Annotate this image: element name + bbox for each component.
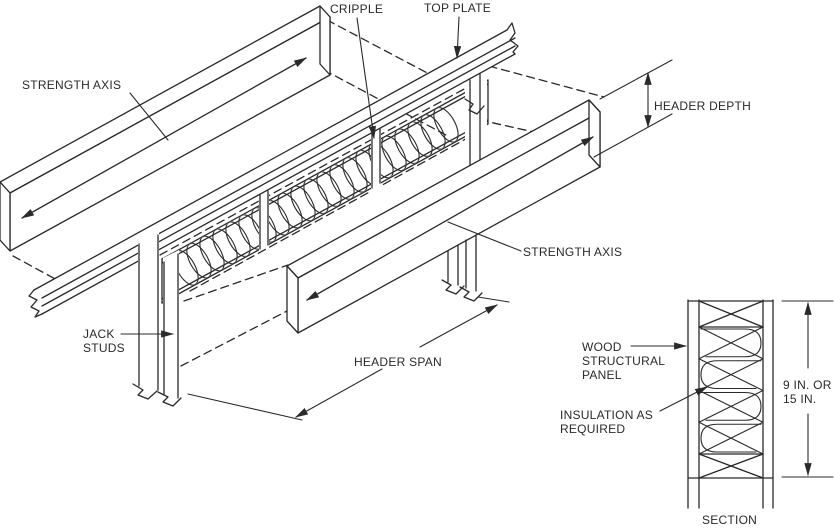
strength-axis-arrow-rear	[21, 57, 307, 219]
top-plate-leader-arrow	[453, 16, 462, 60]
label-header-depth: HEADER DEPTH	[654, 99, 751, 113]
label-cripple: CRIPPLE	[330, 2, 383, 16]
label-top-plate: TOP PLATE	[424, 1, 491, 15]
label-strength-axis-rear: STRENGTH AXIS	[22, 78, 121, 92]
header-span-dimension	[187, 296, 510, 421]
strength-axis-arrow-front	[306, 136, 594, 301]
section-detail: WOOD STRUCTURAL PANEL INSULATION AS REQU…	[560, 299, 834, 527]
header-depth-dimension	[593, 59, 673, 158]
label-header-span: HEADER SPAN	[354, 355, 442, 369]
insulation-batt-loop	[700, 391, 762, 421]
strength-axis-rear-leader	[129, 92, 169, 141]
label-wood-structural-panel-line3: PANEL	[582, 368, 622, 382]
insulation-leader-arrow	[659, 386, 708, 412]
king-studs-right-upper	[464, 73, 487, 171]
jack-studs-left	[132, 230, 182, 407]
label-insulation-line2: REQUIRED	[560, 422, 625, 436]
blocking-cross-top	[698, 300, 764, 328]
break-mark-icon	[157, 391, 182, 407]
label-section-depth-line2: 15 IN.	[783, 392, 817, 406]
cripple-leader-arrow	[356, 17, 376, 140]
break-mark-icon	[506, 22, 519, 55]
label-section: SECTION	[702, 513, 757, 527]
cripple-stud-left	[259, 189, 269, 252]
section-insulation	[698, 326, 764, 455]
insulation-batt-loop	[700, 328, 762, 358]
insulation-batt-loop	[700, 423, 762, 453]
label-jack-studs-line2: STUDS	[83, 341, 125, 355]
break-mark-icon	[459, 286, 483, 302]
label-strength-axis-front: STRENGTH AXIS	[523, 245, 622, 259]
cripple-stud-right	[371, 127, 381, 195]
jack-studs-right-lower	[441, 234, 483, 302]
section-depth-dimension	[781, 300, 834, 478]
strength-axis-front-leader	[447, 221, 522, 252]
rear-panel	[0, 5, 331, 252]
labels: STRENGTH AXIS CRIPPLE TOP PLATE HEADER D…	[22, 1, 751, 369]
break-mark-icon	[132, 383, 158, 400]
label-section-depth-line1: 9 IN. OR	[783, 378, 832, 392]
label-jack-studs-line1: JACK	[83, 327, 115, 341]
blocking-cross-bottom	[698, 453, 764, 479]
insulation-batt-loop	[700, 360, 762, 390]
break-mark-icon	[28, 289, 43, 318]
label-wood-structural-panel-line1: WOOD	[582, 340, 622, 354]
label-wood-structural-panel-line2: STRUCTURAL	[582, 354, 665, 368]
label-insulation-line1: INSULATION AS	[560, 408, 653, 422]
break-mark-icon	[464, 98, 485, 115]
break-mark-icon	[441, 279, 465, 295]
